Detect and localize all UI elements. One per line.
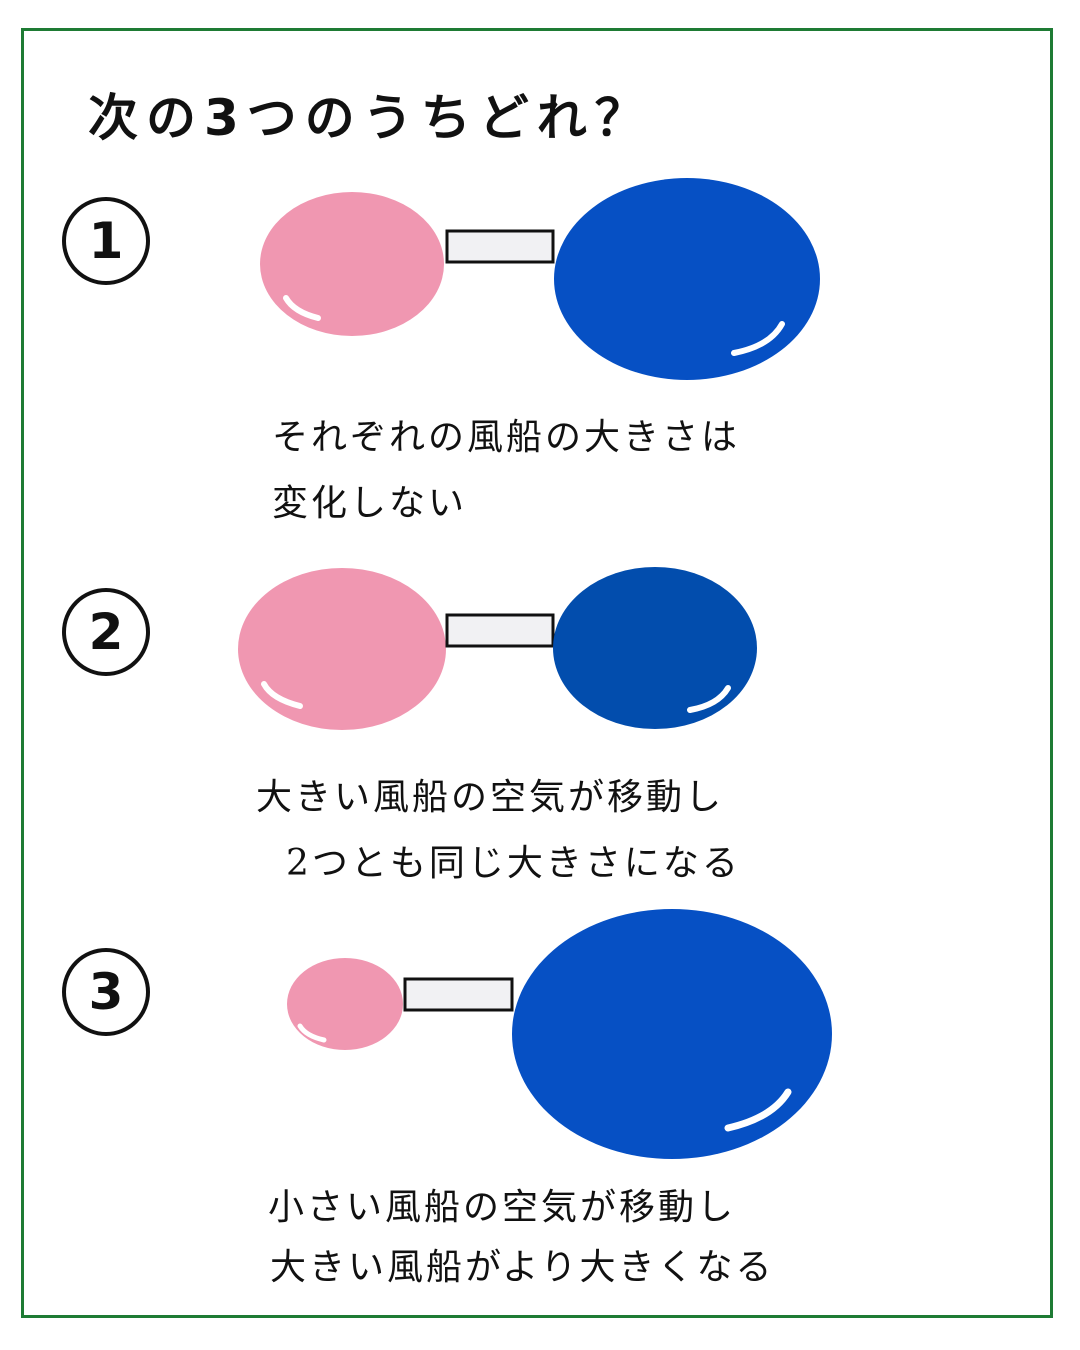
option-2-left-balloon-highlight bbox=[261, 681, 303, 709]
option-3-small-balloon bbox=[287, 958, 403, 1050]
option-3-connector bbox=[403, 977, 514, 1012]
option-1-connector bbox=[445, 229, 555, 264]
option-1-caption-line1: それぞれの風船の大きさは bbox=[272, 417, 741, 458]
option-2-connector bbox=[445, 613, 555, 648]
option-1-small-balloon-highlight bbox=[283, 295, 321, 321]
option-3-caption-line2: 大きい風船がより大きくなる bbox=[270, 1247, 775, 1288]
option-2-right-balloon bbox=[553, 567, 757, 729]
option-2-caption-line2: 2つとも同じ大きさになる bbox=[286, 843, 741, 884]
option-2-left-balloon bbox=[238, 568, 446, 730]
option-1-large-balloon bbox=[554, 178, 820, 380]
option-1-large-balloon-highlight bbox=[731, 321, 785, 356]
option-3-number: 3 bbox=[62, 948, 150, 1036]
option-2-right-balloon-highlight bbox=[687, 685, 731, 713]
option-1-caption-line2: 変化しない bbox=[272, 483, 468, 524]
option-1-number: 1 bbox=[62, 197, 150, 285]
question-title: 次の3つのうちどれ？ bbox=[88, 89, 653, 147]
option-1-balloons bbox=[260, 178, 820, 380]
option-2-number: 2 bbox=[62, 588, 150, 676]
option-1-small-balloon bbox=[260, 192, 444, 336]
option-3-large-balloon bbox=[512, 909, 832, 1159]
option-3-balloons bbox=[287, 909, 832, 1159]
option-2-balloons bbox=[238, 567, 757, 730]
option-3-large-balloon-highlight bbox=[724, 1088, 792, 1132]
card-frame bbox=[21, 28, 1053, 1318]
option-3-small-balloon-highlight bbox=[297, 1023, 327, 1043]
option-2-caption-line1: 大きい風船の空気が移動し bbox=[256, 777, 725, 818]
option-3-caption-line1: 小さい風船の空気が移動し bbox=[268, 1187, 737, 1228]
